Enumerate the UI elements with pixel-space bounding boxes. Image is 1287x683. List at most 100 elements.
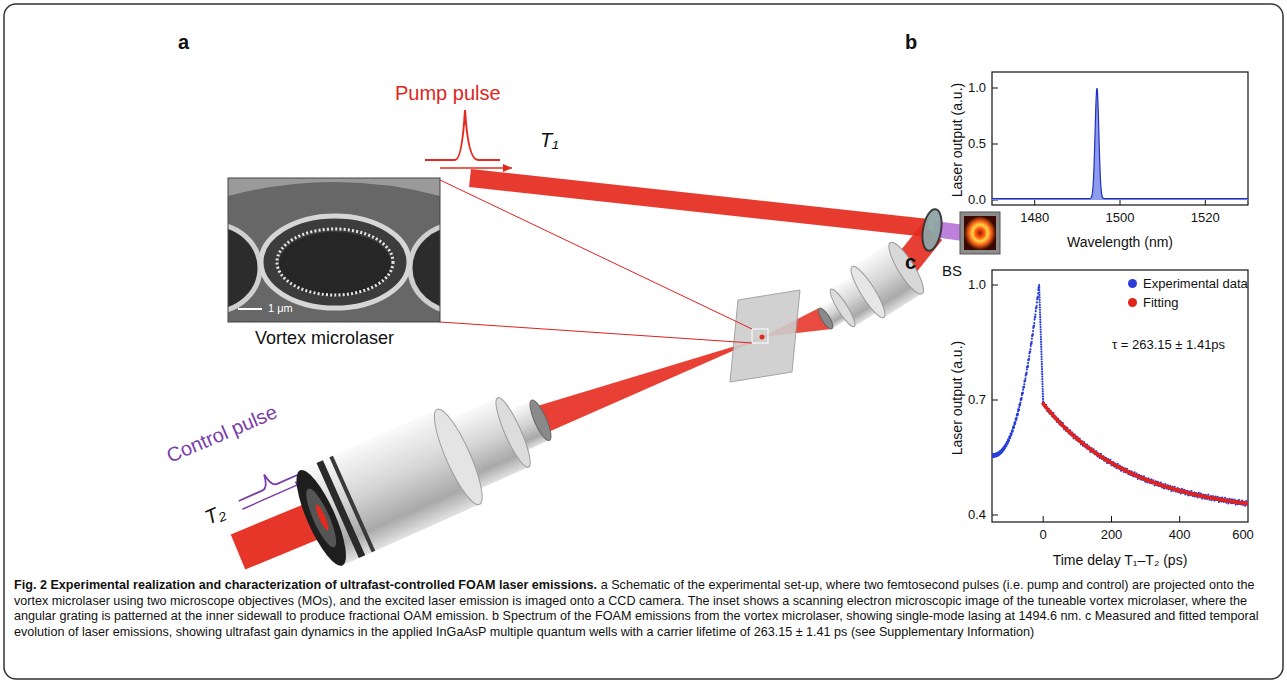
figure-border [4, 4, 1283, 679]
decay-data [1033, 325, 1035, 327]
beam-splitter [919, 208, 944, 252]
decay-data [1032, 325, 1034, 327]
spectrum-axes [992, 72, 1248, 205]
decay-data [1034, 316, 1036, 318]
tick-label: 600 [1232, 528, 1254, 543]
decay-data [1041, 363, 1043, 365]
decay-data [1028, 359, 1030, 361]
decay-data [1016, 417, 1018, 419]
sem-frame [228, 178, 440, 322]
legend-row: Fitting [1128, 295, 1178, 310]
decay-data [1035, 307, 1037, 309]
upper-objective [846, 263, 890, 321]
decay-axes [1179, 516, 1180, 522]
decay-data [1036, 301, 1038, 303]
control-pulse-symbol [233, 461, 306, 513]
inset-leader [440, 180, 752, 343]
caption-title: Fig. 2 Experimental realization and char… [14, 578, 597, 592]
decay-data [1030, 343, 1032, 345]
decay-data [1040, 343, 1042, 345]
decay-data [1042, 388, 1044, 390]
decay-data [1038, 287, 1040, 289]
decay-data [1038, 294, 1040, 296]
decay-data [1017, 408, 1019, 410]
decay-data [1019, 402, 1021, 404]
decay-data [1037, 289, 1039, 291]
lower-objective [287, 370, 567, 571]
decay-data [1030, 345, 1032, 347]
decay-data [1038, 296, 1040, 298]
tick-label: 0.7 [968, 393, 986, 408]
pump-pulse-symbol [440, 167, 512, 169]
decay-data [1039, 319, 1041, 321]
sem-image [261, 216, 409, 308]
decay-data [1012, 429, 1014, 431]
decay-data [1017, 408, 1019, 410]
decay-data [1038, 289, 1040, 291]
control-beam [534, 338, 762, 433]
decay-axes [1111, 516, 1112, 522]
decay-data [1039, 324, 1041, 326]
legend-text: Experimental data [1143, 276, 1248, 291]
pulse-label: Control pulse [163, 400, 280, 467]
figure-caption: Fig. 2 Experimental realization and char… [14, 578, 1272, 640]
sem-image [238, 308, 262, 310]
tick-label: 1520 [1191, 211, 1220, 226]
decay-data [1022, 386, 1024, 388]
inset-leader [440, 322, 752, 343]
time-label: T₁ [540, 129, 559, 152]
decay-axes [1043, 516, 1044, 522]
sem-image [228, 224, 260, 312]
decay-data [1019, 404, 1021, 406]
ccd-camera [960, 212, 1000, 254]
decay-data [1039, 316, 1041, 318]
pump-pulse-symbol [503, 164, 512, 172]
control-beam [238, 338, 762, 552]
legend-swatch [1128, 298, 1137, 307]
spectrum-curve [992, 88, 1248, 200]
sample-plate [760, 335, 765, 340]
decay-data [1041, 358, 1043, 360]
decay-data [1017, 413, 1019, 415]
decay-data [1012, 426, 1014, 428]
pump-pulse-symbol [425, 110, 512, 172]
decay-data [1031, 338, 1033, 340]
decay-data [1028, 358, 1030, 360]
component-label: BS [942, 262, 962, 279]
decay-data [1039, 326, 1041, 328]
decay-data [1008, 437, 1010, 439]
decay-data [1009, 437, 1011, 439]
decay-data [1023, 383, 1025, 385]
legend-text: Fitting [1143, 295, 1178, 310]
fit-annotation: τ = 263.15 ± 1.41ps [1112, 338, 1225, 353]
decay-data [1016, 413, 1018, 415]
sample-plate [730, 290, 800, 382]
decay-data [1029, 350, 1031, 352]
tick-label: 1500 [1106, 211, 1135, 226]
tick-label: 0.4 [968, 508, 986, 523]
decay-data [1024, 379, 1026, 381]
decay-data [1009, 435, 1011, 437]
decay-data [1032, 333, 1034, 335]
decay-data [1034, 314, 1036, 316]
decay-data [1014, 421, 1016, 423]
decay-data [1039, 311, 1041, 313]
decay-data [1042, 398, 1044, 400]
spectrum-axes [992, 88, 998, 89]
decay-data [1018, 406, 1020, 408]
sem-image [279, 232, 391, 296]
decay-data [1027, 365, 1029, 367]
decay-data [1034, 316, 1036, 318]
decay-data [1040, 351, 1042, 353]
pulse-label: Pump pulse [395, 82, 501, 105]
control-pulse-symbol [242, 484, 299, 509]
spectrum-axes [992, 144, 998, 145]
panel-letter: c [905, 251, 916, 274]
decay-data [1004, 447, 1006, 449]
decay-data [1019, 404, 1021, 406]
decay-data [1041, 368, 1043, 370]
decay-data [1041, 373, 1043, 375]
decay-data [1024, 380, 1026, 382]
decay-data [1011, 429, 1013, 431]
decay-data [1039, 299, 1041, 301]
